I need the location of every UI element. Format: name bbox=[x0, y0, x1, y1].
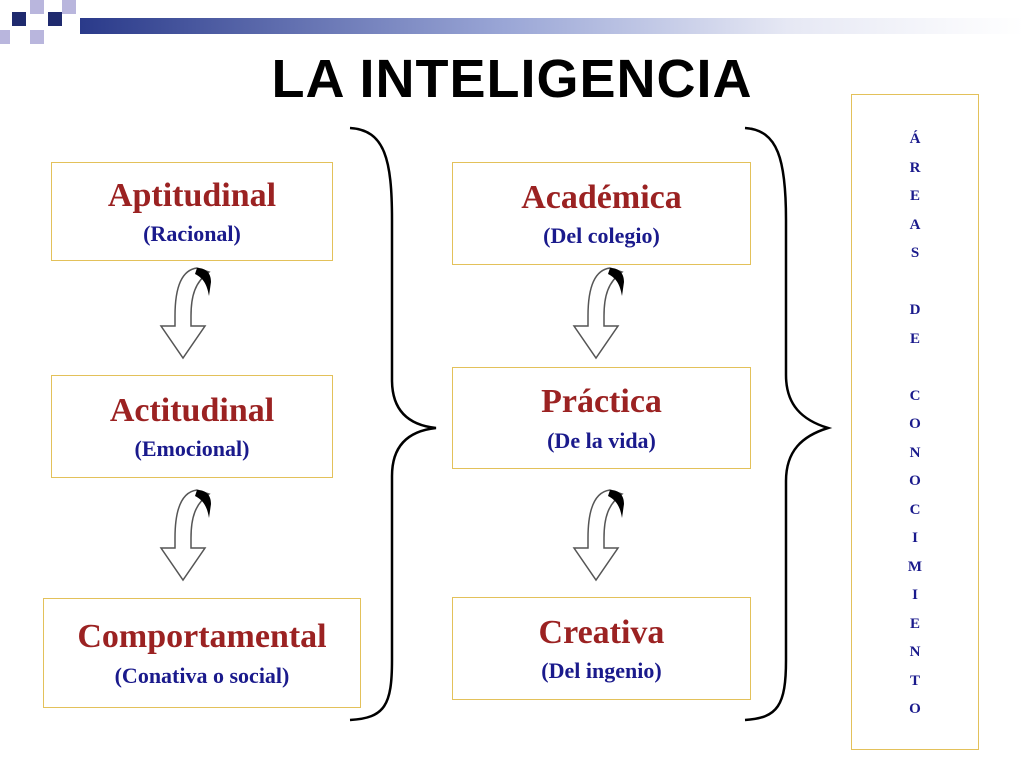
box-title: Actitudinal bbox=[109, 391, 275, 429]
areas-letter: E bbox=[909, 615, 920, 632]
practica-box: Práctica (De la vida) bbox=[452, 367, 751, 469]
creativa-box: Creativa (Del ingenio) bbox=[452, 597, 751, 700]
areas-letter: I bbox=[912, 530, 918, 546]
box-subtitle: (De la vida) bbox=[547, 427, 656, 453]
box-subtitle: (Conativa o social) bbox=[114, 662, 290, 688]
aptitudinal-box: Aptitudinal (Racional) bbox=[51, 162, 333, 261]
deco-square bbox=[12, 12, 26, 26]
box-title: Comportamental bbox=[77, 618, 327, 656]
deco-gradient-bar bbox=[80, 18, 1024, 34]
curved-arrow-icon bbox=[160, 267, 212, 359]
box-subtitle: (Emocional) bbox=[134, 436, 250, 462]
academica-box: Académica (Del colegio) bbox=[452, 162, 751, 265]
areas-letter: E bbox=[909, 330, 920, 347]
deco-square bbox=[62, 0, 76, 14]
box-title: Práctica bbox=[541, 383, 662, 421]
deco-square bbox=[0, 30, 10, 44]
curved-arrow-icon bbox=[160, 489, 212, 581]
areas-letter: Á bbox=[909, 131, 921, 147]
areas-letter: O bbox=[909, 416, 921, 432]
deco-square bbox=[48, 12, 62, 26]
areas-letter: S bbox=[910, 245, 920, 261]
areas-letter: M bbox=[907, 558, 923, 575]
areas-letter: N bbox=[909, 444, 921, 461]
box-title: Creativa bbox=[538, 613, 665, 651]
areas-letter: C bbox=[909, 501, 921, 518]
box-subtitle: (Del ingenio) bbox=[541, 658, 662, 684]
page-title: LA INTELIGENCIA bbox=[271, 49, 753, 109]
areas-letter: O bbox=[909, 473, 921, 489]
curved-arrow-icon bbox=[573, 267, 625, 359]
actitudinal-box: Actitudinal (Emocional) bbox=[51, 375, 333, 478]
box-title: Aptitudinal bbox=[107, 176, 277, 214]
brace-icon bbox=[349, 126, 437, 722]
box-subtitle: (Del colegio) bbox=[543, 223, 660, 249]
areas-letter: I bbox=[912, 587, 918, 603]
box-subtitle: (Racional) bbox=[143, 221, 241, 247]
deco-square bbox=[30, 30, 44, 44]
corner-decoration bbox=[0, 0, 1024, 48]
areas-letter: N bbox=[909, 644, 921, 660]
box-title: Académica bbox=[521, 178, 682, 216]
curved-arrow-icon bbox=[573, 489, 625, 581]
areas-letter: C bbox=[909, 387, 921, 404]
areas-letter: T bbox=[909, 672, 920, 689]
deco-square bbox=[30, 0, 44, 14]
areas-letter: E bbox=[909, 188, 920, 204]
areas-letter: D bbox=[909, 302, 921, 318]
areas-letter: O bbox=[909, 701, 921, 717]
areas-letter: R bbox=[909, 159, 921, 176]
areas-letter: A bbox=[909, 216, 921, 233]
brace-icon bbox=[744, 126, 833, 722]
comportamental-box: Comportamental (Conativa o social) bbox=[43, 598, 361, 708]
